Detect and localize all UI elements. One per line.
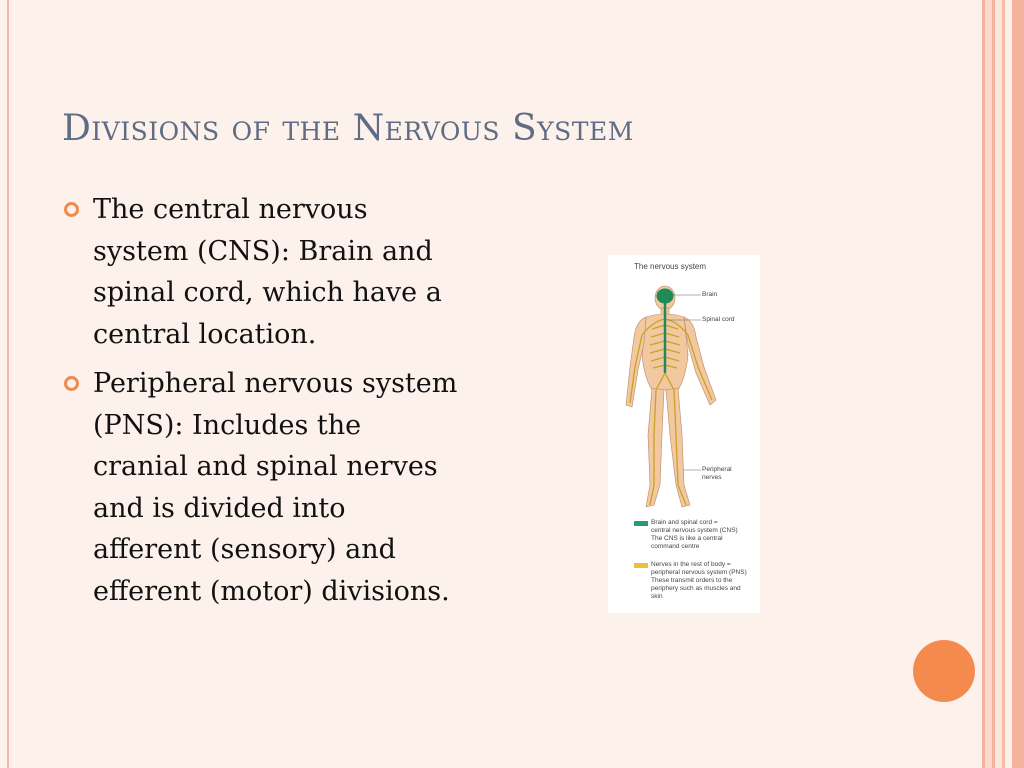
- legend-line: These transmit orders to the: [651, 577, 733, 584]
- slide-title: Divisions of the Nervous System: [62, 108, 634, 149]
- nervous-system-figure: The nervous system: [608, 255, 760, 613]
- label-leader-lines: [667, 294, 701, 471]
- label-spinal-cord: Spinal cord: [702, 316, 735, 323]
- label-brain: Brain: [702, 291, 718, 298]
- label-peripheral-nerves-line1: Peripheral: [702, 466, 732, 473]
- label-peripheral-nerves-line2: nerves: [702, 474, 722, 481]
- legend-line: Nerves in the rest of body =: [651, 561, 731, 568]
- slide-border-left: [7, 0, 9, 768]
- accent-circle: [913, 640, 975, 702]
- legend-swatch-cns: [634, 521, 648, 526]
- legend-line: Brain and spinal cord =: [651, 519, 718, 526]
- bullet-marker-icon: [64, 202, 79, 217]
- legend-line: The CNS is like a central: [651, 535, 723, 542]
- bullet-text: The central nervous system (CNS): Brain …: [93, 194, 442, 350]
- slide-border-right: [978, 0, 1024, 768]
- legend-line: command centre: [651, 543, 700, 550]
- legend-swatch-pns: [634, 563, 648, 568]
- legend-line: skin: [651, 593, 663, 600]
- legend-line: periphery such as muscles and: [651, 585, 741, 592]
- bullet-list: The central nervous system (CNS): Brain …: [62, 189, 462, 620]
- bullet-item-pns: Peripheral nervous system (PNS): Include…: [62, 363, 462, 612]
- legend-line: peripheral nervous system (PNS): [651, 569, 747, 576]
- legend-text-pns: Nerves in the rest of body = peripheral …: [651, 561, 747, 601]
- nervous-system-illustration: [625, 285, 717, 508]
- bullet-text: Peripheral nervous system (PNS): Include…: [93, 368, 458, 607]
- legend-text-cns: Brain and spinal cord = central nervous …: [651, 519, 738, 551]
- legend-line: central nervous system (CNS): [651, 527, 738, 534]
- bullet-marker-icon: [64, 376, 79, 391]
- figure-title: The nervous system: [634, 262, 707, 271]
- bullet-item-cns: The central nervous system (CNS): Brain …: [62, 189, 462, 355]
- peripheral-nerves: [629, 318, 713, 506]
- central-nervous-system: [656, 288, 674, 373]
